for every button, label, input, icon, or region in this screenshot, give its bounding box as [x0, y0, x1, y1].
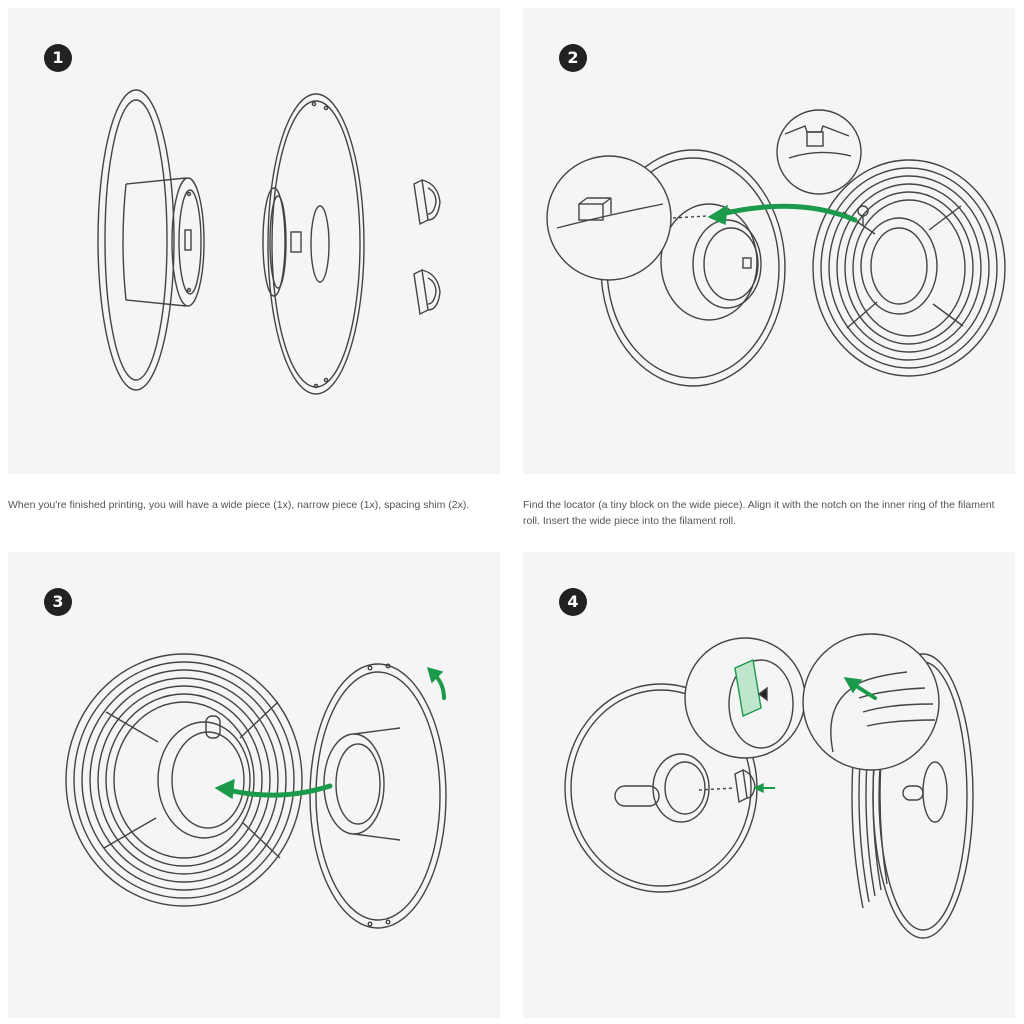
roll-detail-callout	[802, 633, 940, 771]
spacing-shim-top	[413, 178, 441, 226]
step-2-panel: 2	[523, 8, 1015, 474]
step-4-panel: 4	[523, 552, 1015, 1018]
notch-detail-callout	[776, 109, 862, 195]
step-2-caption: Find the locator (a tiny block on the wi…	[523, 499, 995, 527]
step-number-badge: 2	[559, 44, 587, 72]
rotate-arrow	[426, 666, 446, 700]
step-number-badge: 3	[44, 588, 72, 616]
narrow-piece	[309, 663, 447, 929]
step-3-illustration	[65, 653, 447, 929]
step-number-badge: 4	[559, 588, 587, 616]
insert-arrow	[214, 778, 333, 800]
wide-piece	[97, 89, 205, 391]
insert-arrow	[707, 203, 858, 226]
step-2-illustration	[546, 109, 1006, 387]
locator-detail-callout	[546, 155, 672, 281]
insert-arrow	[753, 782, 775, 794]
spacing-shim-bottom	[413, 268, 441, 316]
step-4-illustration	[564, 633, 974, 939]
step-3-panel: 3	[8, 552, 500, 1018]
filament-roll	[65, 653, 303, 907]
shim-detail-callout	[684, 637, 806, 759]
step-1-caption: When you're finished printing, you will …	[8, 499, 470, 511]
step-1-panel: 1	[8, 8, 500, 474]
filament-roll	[812, 159, 1006, 377]
narrow-piece	[262, 93, 365, 395]
step-number-badge: 1	[44, 44, 72, 72]
spacing-shim	[698, 768, 756, 804]
step-1-illustration	[97, 89, 441, 395]
